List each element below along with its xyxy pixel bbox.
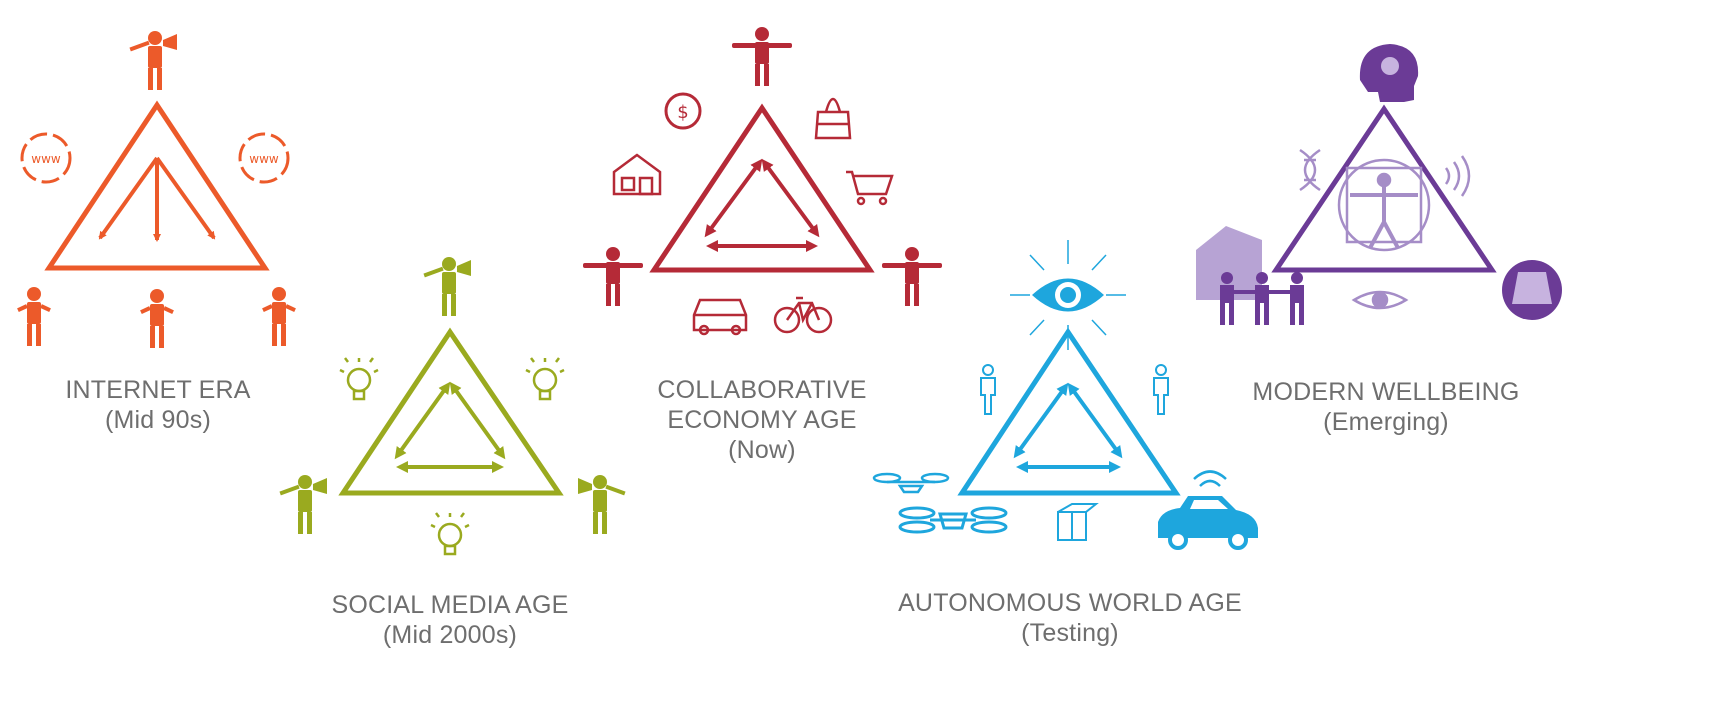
dollar-coin-icon: $ xyxy=(664,92,702,130)
social-media-diagram xyxy=(279,257,626,556)
megaphone-person-icon xyxy=(279,475,327,534)
stage-period: (Now) xyxy=(728,436,796,464)
person-icon xyxy=(980,364,996,415)
wellbeing-diagram xyxy=(1196,44,1562,325)
drone-icon xyxy=(872,472,950,494)
body-torso-icon xyxy=(1502,260,1562,320)
stage-period: (Testing) xyxy=(1021,619,1119,647)
person-icon xyxy=(17,287,51,346)
brain-head-icon xyxy=(1359,44,1419,102)
signal-waves-icon xyxy=(1444,155,1471,197)
stage-title: AUTONOMOUS WORLD AGE xyxy=(898,589,1242,617)
person-icon xyxy=(583,247,643,306)
stage-title: MODERN WELLBEING xyxy=(1252,378,1520,406)
megaphone-person-icon xyxy=(578,475,626,534)
internet-era-diagram: www www xyxy=(17,31,296,348)
www-globe-icon: www xyxy=(20,132,72,184)
megaphone-person-icon xyxy=(423,257,471,316)
eye-icon xyxy=(1351,290,1409,310)
person-icon xyxy=(262,287,296,346)
person-icon xyxy=(732,27,792,86)
dna-icon xyxy=(1299,148,1321,192)
svg-text:www: www xyxy=(31,152,61,166)
person-icon xyxy=(1153,364,1169,415)
social-media-label: SOCIAL MEDIA AGE (Mid 2000s) xyxy=(310,590,590,650)
collaborative-label: COLLABORATIVE ECONOMY AGE (Now) xyxy=(632,375,892,465)
collaborative-diagram: $ xyxy=(583,27,942,336)
autonomous-diagram xyxy=(872,240,1258,550)
svg-text:$: $ xyxy=(677,102,688,123)
box-icon xyxy=(1057,503,1099,541)
lightbulb-icon xyxy=(430,512,470,556)
stage-period: (Mid 90s) xyxy=(105,406,211,434)
house-icon xyxy=(612,153,662,196)
stage-title: INTERNET ERA xyxy=(65,376,251,404)
stage-period: (Emerging) xyxy=(1323,408,1449,436)
stage-period: (Mid 2000s) xyxy=(382,621,518,649)
triangle-shape xyxy=(1271,104,1497,273)
handbag-icon xyxy=(814,97,852,140)
internet-era-label: INTERNET ERA (Mid 90s) xyxy=(48,375,268,435)
car-icon xyxy=(692,298,748,336)
wellbeing-label: MODERN WELLBEING (Emerging) xyxy=(1236,377,1536,437)
megaphone-person-icon xyxy=(129,31,177,90)
house-icon xyxy=(1196,226,1262,300)
www-globe-icon: www xyxy=(238,132,290,184)
stage-title: SOCIAL MEDIA AGE xyxy=(331,591,569,619)
bicycle-icon xyxy=(773,296,833,334)
stage-title: ECONOMY AGE xyxy=(667,406,857,434)
shopping-cart-icon xyxy=(846,170,894,206)
drone-icon xyxy=(898,506,1008,534)
svg-text:www: www xyxy=(249,152,279,166)
lightbulb-icon xyxy=(339,357,379,401)
stage-title: COLLABORATIVE xyxy=(657,376,867,404)
eye-icon xyxy=(1010,240,1126,350)
triangle-shape xyxy=(44,100,270,271)
lightbulb-icon xyxy=(525,357,565,401)
autonomous-label: AUTONOMOUS WORLD AGE (Testing) xyxy=(880,588,1260,648)
person-icon xyxy=(882,247,942,306)
autonomous-car-icon xyxy=(1158,470,1258,550)
person-icon xyxy=(140,289,174,348)
vitruvian-man-icon xyxy=(1337,158,1431,252)
family-icon xyxy=(1220,272,1304,325)
